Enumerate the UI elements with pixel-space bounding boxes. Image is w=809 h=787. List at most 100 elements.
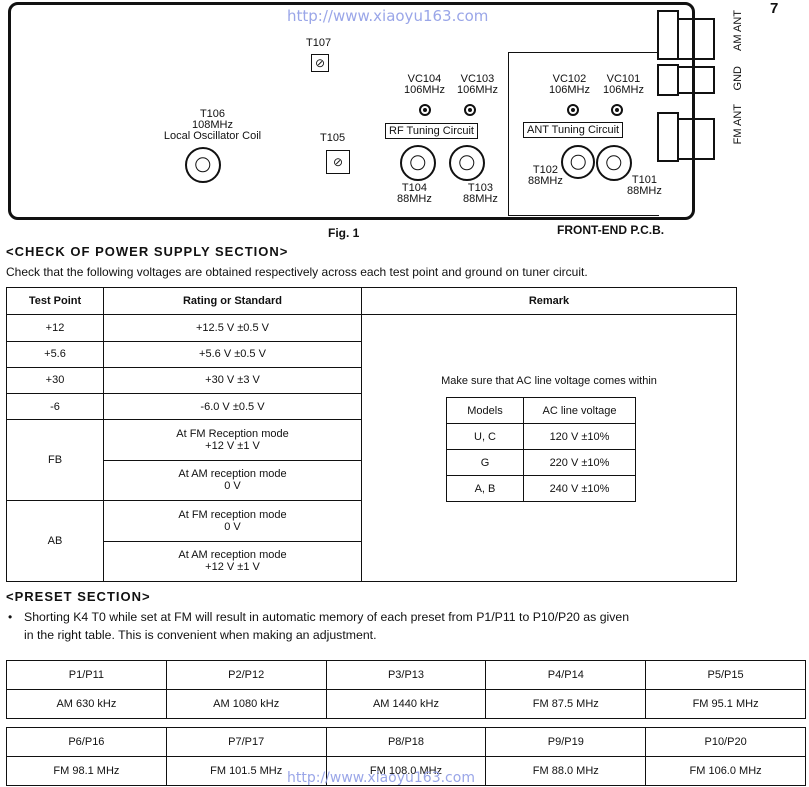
vc102-capacitor [567, 104, 579, 116]
vc102-labels: VC102 106MHz [549, 74, 590, 96]
t102-coil [561, 145, 595, 179]
table-row: U, C 120 V ±10% [446, 423, 636, 451]
vc103-labels: VC103 106MHz [457, 74, 498, 96]
fm-ant-connector [677, 118, 715, 160]
t103-label: T103 [467, 182, 493, 194]
test-point: +12 [6, 314, 104, 342]
col-rating: Rating or Standard [103, 286, 362, 316]
power-intro: Check that the following voltages are ob… [6, 265, 588, 279]
table-row: FB At FM Reception mode +12 V ±1 V [6, 419, 737, 502]
vc104-label: VC104 [407, 73, 442, 85]
ab-am-cell: At AM reception mode +12 V ±1 V [103, 540, 362, 583]
t105-label: T105 [320, 132, 346, 144]
vc103-label: VC103 [460, 73, 495, 85]
pcb-outline [8, 2, 695, 220]
preset-value: FM 88.0 MHz [485, 756, 647, 786]
vc104-capacitor [419, 104, 431, 116]
ab-fm-mode: At FM reception mode [178, 508, 287, 521]
preset-value: FM 95.1 MHz [645, 689, 806, 719]
table-row: AB At FM reception mode 0 V [6, 500, 737, 582]
t101-freq: 88MHz [627, 185, 662, 197]
remark-text: Make sure that AC line voltage comes wit… [441, 375, 657, 388]
t107-trimmer: ⊘ [311, 54, 329, 72]
vc101-capacitor [611, 104, 623, 116]
col-test-point: Test Point [6, 286, 104, 316]
test-point: +5.6 [6, 340, 104, 368]
t106-coil [185, 147, 221, 183]
preset-bullet: • [8, 610, 13, 624]
fb-fm-value: +12 V ±1 V [205, 440, 260, 453]
t104-freq: 88MHz [397, 193, 432, 205]
t106-labels: T106 108MHz Local Oscillator Coil [150, 109, 275, 142]
t102-labels: T102 88MHz [528, 165, 563, 187]
vc103-freq: 106MHz [457, 84, 498, 96]
test-point-ab: AB [6, 500, 104, 582]
t102-label: T102 [532, 164, 558, 176]
preset-value: AM 1440 kHz [325, 689, 487, 719]
vc102-label: VC102 [552, 73, 587, 85]
figure-caption: Fig. 1 [328, 226, 360, 240]
rf-tuning-circuit-label: RF Tuning Circuit [385, 123, 478, 139]
rating: +12.5 V ±0.5 V [103, 314, 362, 342]
vc103-capacitor [464, 104, 476, 116]
rating: -6.0 V ±0.5 V [103, 393, 362, 421]
ac-voltage-header: AC line voltage [523, 397, 636, 425]
remark-cell: Make sure that AC line voltage comes wit… [361, 314, 737, 582]
t102-freq: 88MHz [528, 175, 563, 187]
preset-value: FM 106.0 MHz [645, 756, 806, 786]
trimmer-icon: ⊘ [332, 155, 344, 169]
table-row: -6 -6.0 V ±0.5 V [6, 393, 737, 421]
ab-fm-cell: At FM reception mode 0 V [103, 500, 362, 542]
rating: +30 V ±3 V [103, 366, 362, 395]
table-row: At AM reception mode 0 V [7, 459, 737, 502]
vc101-labels: VC101 106MHz [603, 74, 644, 96]
test-point: -6 [6, 393, 104, 421]
ac-voltage: 120 V ±10% [523, 423, 636, 451]
preset-line-1: Shorting K4 T0 while set at FM will resu… [24, 610, 630, 624]
preset-label: P10/P20 [645, 727, 806, 757]
preset-label: P9/P19 [485, 727, 647, 757]
power-supply-table: Test Point Rating or Standard Remark +12… [6, 286, 737, 583]
t106-freq: 108MHz [192, 119, 233, 131]
preset-value: AM 630 kHz [6, 689, 167, 719]
rating: +5.6 V ±0.5 V [103, 340, 362, 368]
t106-name: Local Oscillator Coil [163, 130, 262, 142]
model: A, B [446, 475, 524, 503]
preset-value: AM 1080 kHz [165, 689, 327, 719]
fb-am-value: 0 V [224, 480, 241, 493]
ant-shield-box [508, 52, 659, 216]
vc104-freq: 106MHz [404, 84, 445, 96]
t104-label: T104 [401, 182, 427, 194]
fm-ant-terminal [657, 112, 679, 162]
preset-value: FM 101.5 MHz [165, 756, 327, 786]
t101-coil [596, 145, 632, 181]
t104-labels: T104 88MHz [397, 183, 432, 205]
preset-label: P2/P12 [165, 660, 327, 690]
watermark-url-top: http://www.xiaoyu163.com [287, 7, 489, 25]
t104-coil [400, 145, 436, 181]
fb-am-cell: At AM reception mode 0 V [103, 459, 362, 502]
test-point: +30 [6, 366, 104, 395]
ac-voltage: 240 V ±10% [523, 475, 636, 503]
table-row: A, B 240 V ±10% [446, 475, 636, 503]
power-section-heading: <CHECK OF POWER SUPPLY SECTION> [6, 244, 289, 259]
fb-am-mode: At AM reception mode [178, 468, 287, 481]
am-ant-connector [677, 18, 715, 60]
test-point-fb: FB [6, 419, 104, 502]
board-title: FRONT-END P.C.B. [557, 223, 665, 237]
vc104-labels: VC104 106MHz [404, 74, 445, 96]
trimmer-icon: ⊘ [314, 56, 326, 70]
vc102-freq: 106MHz [549, 84, 590, 96]
gnd-terminal [657, 64, 679, 96]
preset-value: FM 87.5 MHz [485, 689, 647, 719]
t107-label: T107 [306, 37, 332, 49]
ac-voltage: 220 V ±10% [523, 449, 636, 477]
preset-label: P1/P11 [6, 660, 167, 690]
table-row: +12 +12.5 V ±0.5 V Make sure that AC lin… [6, 314, 737, 582]
am-ant-terminal [657, 10, 679, 60]
t105-trimmer: ⊘ [326, 150, 350, 174]
ant-tuning-circuit-label: ANT Tuning Circuit [523, 122, 624, 138]
preset-value: FM 98.1 MHz [6, 756, 167, 786]
ab-fm-value: 0 V [224, 520, 241, 533]
preset-label: P4/P14 [485, 660, 647, 690]
